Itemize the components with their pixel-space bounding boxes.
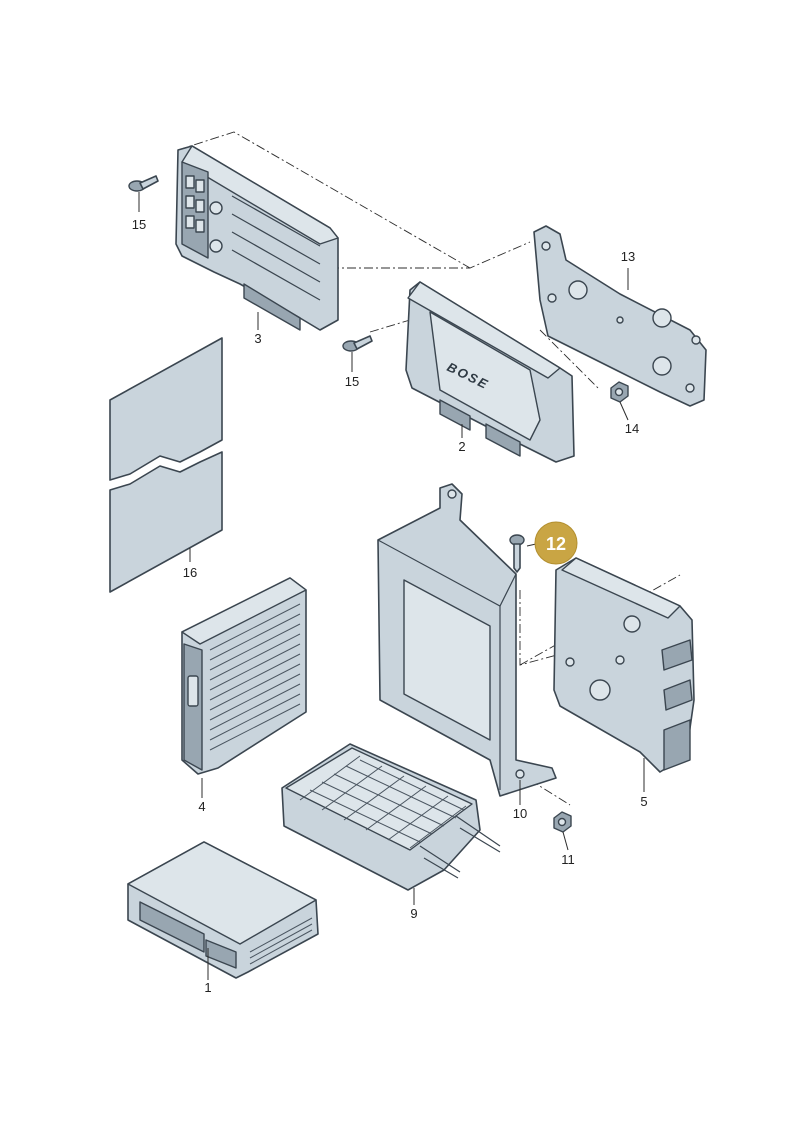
part-14-nut[interactable] [610, 381, 629, 403]
part-9-honeycomb-holder[interactable] [281, 743, 501, 891]
label-4: 4 [198, 799, 205, 814]
label-15-upper: 15 [132, 217, 146, 232]
label-9: 9 [410, 906, 417, 921]
honeycomb-pattern [299, 755, 467, 849]
part-1-control-box[interactable] [127, 841, 319, 979]
label-11: 11 [561, 852, 575, 867]
part-15-screw-upper[interactable] [128, 175, 159, 192]
part-5-control-module[interactable] [553, 557, 695, 773]
label-16: 16 [183, 565, 197, 580]
part-3-control-unit[interactable] [175, 145, 339, 331]
part-10-mounting-frame[interactable] [377, 483, 557, 797]
label-13: 13 [621, 249, 635, 264]
highlight-badge-12[interactable]: 12 [534, 521, 578, 565]
label-2: 2 [458, 439, 465, 454]
label-5: 5 [640, 794, 647, 809]
part-4-finned-module[interactable] [181, 577, 307, 775]
leader-lines [138, 192, 645, 980]
label-15-middle: 15 [345, 374, 359, 389]
label-10: 10 [513, 806, 527, 821]
part-2-amplifier[interactable]: BOSE [405, 281, 575, 463]
part-number-labels: 15 3 15 2 13 14 16 4 5 10 11 9 1 [132, 217, 648, 995]
fins [209, 603, 301, 751]
badge-12-label: 12 [546, 534, 566, 554]
part-11-nut[interactable] [553, 811, 572, 833]
label-3: 3 [254, 331, 261, 346]
part-16-insulation-sheet[interactable] [109, 337, 223, 593]
part-13-bracket-plate[interactable] [533, 225, 707, 407]
label-1: 1 [204, 980, 211, 995]
label-14: 14 [625, 421, 639, 436]
part-15-screw-middle[interactable] [342, 335, 373, 352]
part-12-screw[interactable] [509, 534, 525, 573]
